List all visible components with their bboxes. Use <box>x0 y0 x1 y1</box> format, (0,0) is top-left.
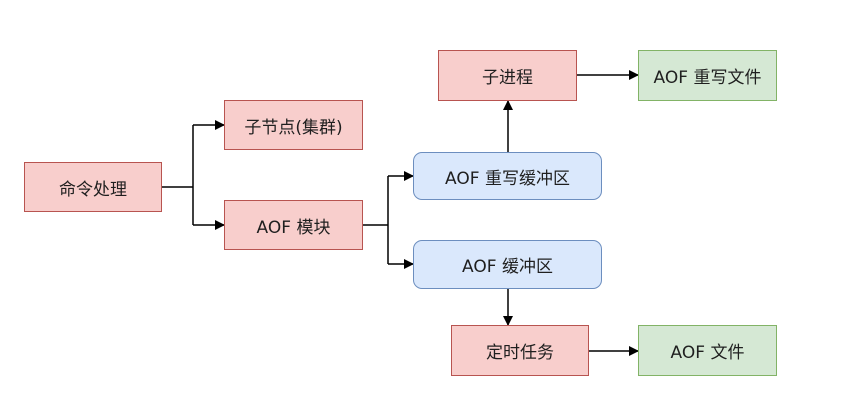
node-command-processing: 命令处理 <box>24 162 162 212</box>
node-aof-buffer: AOF 缓冲区 <box>413 240 602 289</box>
node-aof-module: AOF 模块 <box>224 200 363 250</box>
node-aof-rewrite-buffer: AOF 重写缓冲区 <box>413 152 602 200</box>
node-aof-rewrite-file: AOF 重写文件 <box>638 50 777 101</box>
node-child-process: 子进程 <box>438 50 577 101</box>
node-scheduled-task: 定时任务 <box>451 325 589 376</box>
node-aof-file: AOF 文件 <box>638 325 777 376</box>
node-child-nodes: 子节点(集群) <box>224 100 363 150</box>
